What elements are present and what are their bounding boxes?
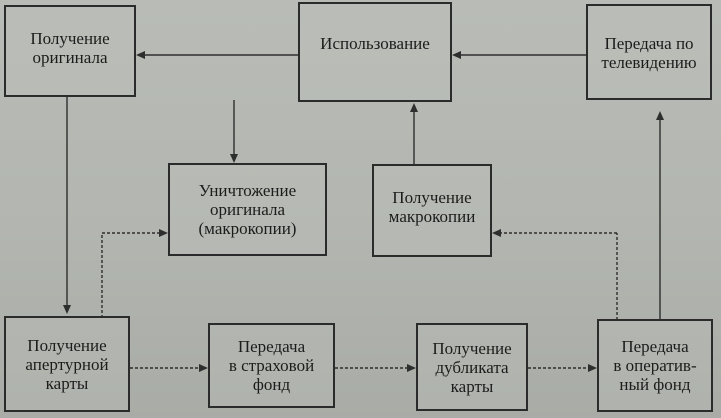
node-macro: Получение макрокопии	[372, 164, 492, 257]
node-operative: Передача в оператив- ный фонд	[597, 319, 713, 412]
node-tv-label: Передача по телевидению	[601, 34, 697, 72]
edge-operative-to-tv	[656, 111, 664, 319]
node-original-label: Получение оригинала	[30, 29, 110, 67]
edge-tv-to-usage	[452, 51, 586, 59]
edge-duplicate-to-operative	[528, 364, 597, 372]
node-macro-label: Получение макрокопии	[388, 187, 476, 226]
node-usage-label: Использование	[320, 34, 430, 53]
edge-aperture-to-insurance	[130, 364, 208, 372]
node-duplicate-label: Получение дубликата карты	[432, 338, 512, 396]
node-destroy-label: Уничтожение оригинала (макрокопии)	[198, 181, 297, 238]
node-insurance-label: Передача в страховой фонд	[228, 337, 315, 394]
node-insurance: Передача в страховой фонд	[208, 323, 335, 408]
node-destroy: Уничтожение оригинала (макрокопии)	[168, 163, 327, 256]
edge-macro-to-usage	[410, 103, 418, 164]
node-original: Получение оригинала	[4, 5, 136, 97]
node-tv: Передача по телевидению	[586, 4, 712, 100]
edge-aperture-to-destroy	[101, 229, 168, 318]
node-aperture: Получение апертурной карты	[4, 316, 130, 412]
node-duplicate: Получение дубликата карты	[416, 323, 528, 411]
node-usage: Использование	[298, 2, 452, 102]
edge-insurance-to-duplicate	[335, 364, 416, 372]
node-operative-label: Передача в оператив- ный фонд	[613, 337, 697, 394]
edge-operative-to-macro	[492, 229, 618, 320]
node-aperture-label: Получение апертурной карты	[25, 335, 109, 393]
edge-usage-to-destroy	[230, 100, 238, 163]
edge-usage-to-original	[136, 51, 298, 59]
edge-original-to-aperture	[63, 97, 71, 314]
